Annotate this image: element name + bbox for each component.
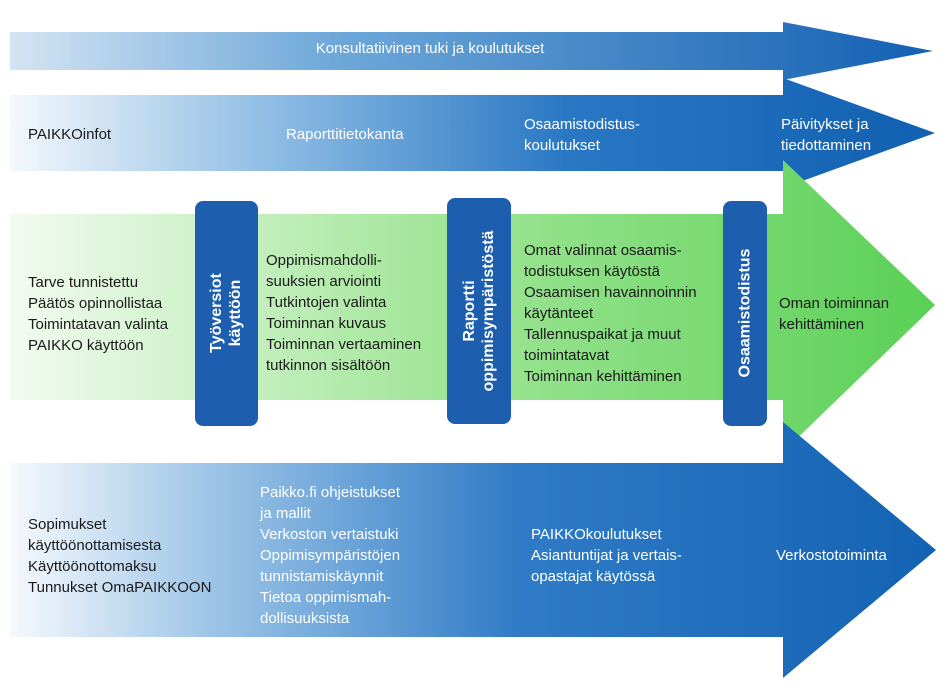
info-item-4: Päivitykset ja tiedottaminen <box>781 116 872 154</box>
info-item-2: Raporttitietokanta <box>286 126 404 143</box>
process-col-4: Oman toiminnan kehittäminen <box>779 295 890 333</box>
milestone-2-box <box>447 198 511 424</box>
milestone-1-box <box>195 201 258 426</box>
consulting-label: Konsultatiivinen tuki ja koulutukset <box>315 40 545 57</box>
info-arrow <box>10 78 935 188</box>
support-col-4: Verkostotoiminta <box>776 547 887 564</box>
info-item-3: Osaamistodistus- koulutukset <box>524 116 640 154</box>
support-arrow <box>10 422 936 678</box>
process-col-2: Oppimismahdolli- suuksien arviointi Tutk… <box>266 252 422 374</box>
milestone-3-box <box>723 201 767 426</box>
info-item-1: PAIKKOinfot <box>28 126 112 143</box>
process-col-1: Tarve tunnistettu Päätös opinnollistaa T… <box>28 274 169 354</box>
consulting-arrow <box>10 22 933 80</box>
milestone-2-label: Raportti oppimisympäristöstä <box>461 230 497 392</box>
process-col-3: Omat valinnat osaamis- todistuksen käytö… <box>524 242 697 385</box>
support-col-1: Sopimukset käyttöönottamisesta Käyttööno… <box>28 516 212 596</box>
milestone-1-label: Työversiot käyttöön <box>208 273 244 353</box>
milestone-3-label: Osaamistodistus <box>736 248 754 378</box>
support-col-3: PAIKKOkoulutukset Asiantuntijat ja verta… <box>531 526 682 585</box>
support-col-2: Paikko.fi ohjeistukset ja mallit Verkost… <box>260 484 401 627</box>
